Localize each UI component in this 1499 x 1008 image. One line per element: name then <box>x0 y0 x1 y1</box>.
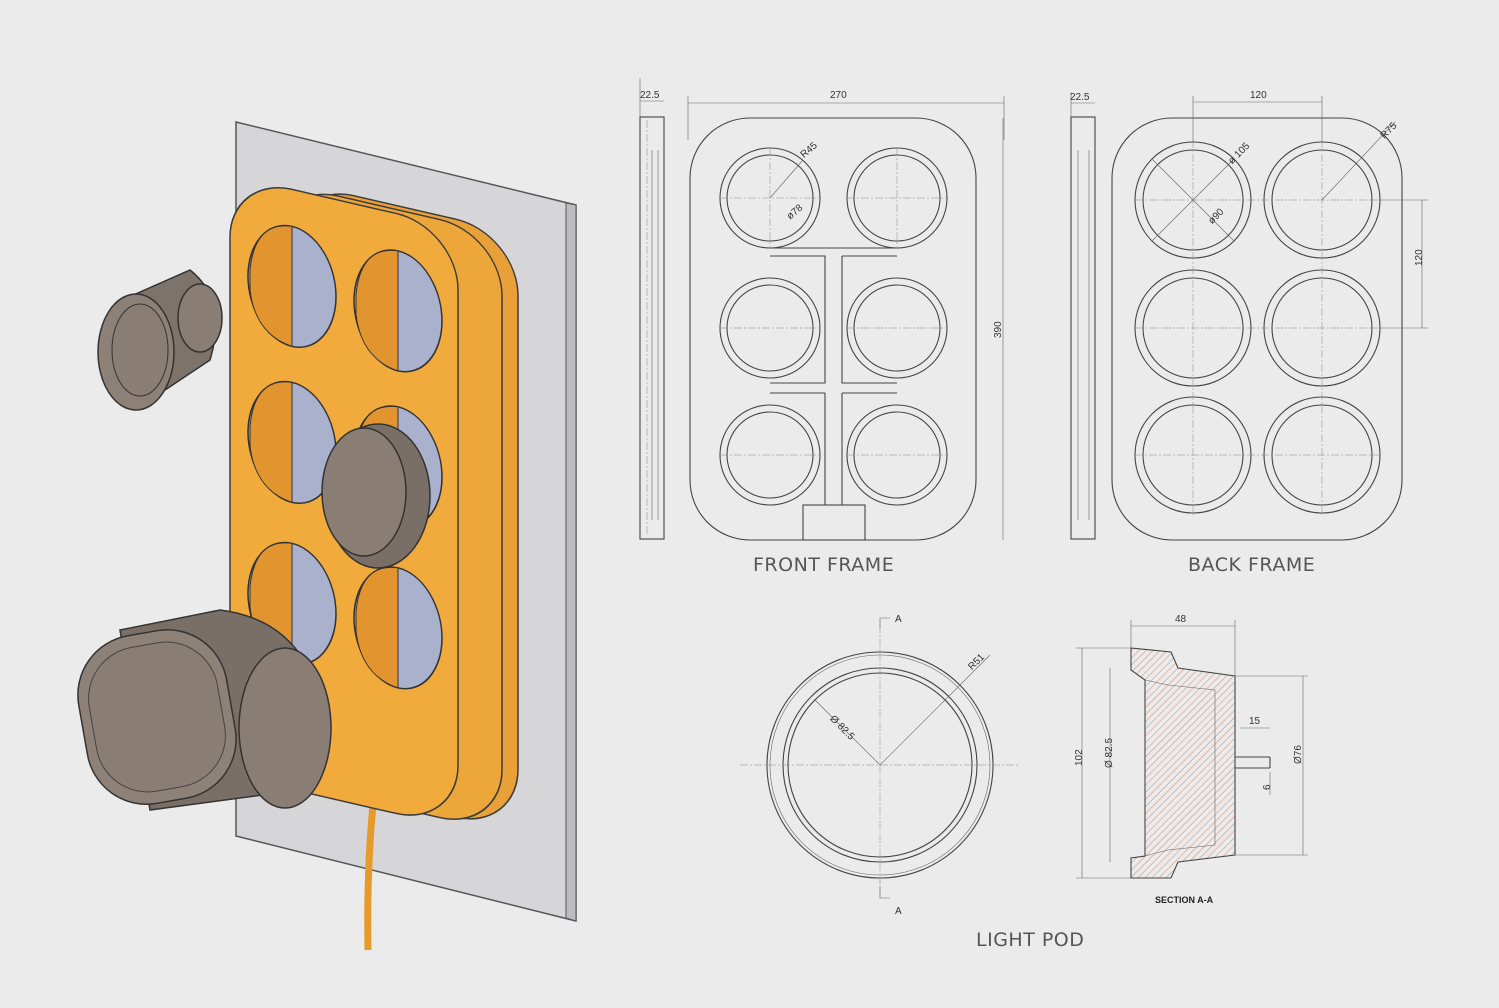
pod-radius-dim: R51 <box>966 652 987 673</box>
front-thickness-dim: 22.5 <box>640 90 660 101</box>
front-frame-side-view <box>639 116 665 540</box>
section-inner-dia-dim: Ø 82.5 <box>1104 738 1115 768</box>
section-aa-drawing: 48 102 Ø 82.5 Ø76 15 6 SECTION A-A <box>1074 614 1308 905</box>
front-radius-dim: R45 <box>799 140 820 161</box>
front-frame-lattice <box>719 147 948 506</box>
section-height-dim: 102 <box>1074 749 1085 766</box>
light-pod-elongated <box>77 609 332 811</box>
section-outer-dia-dim: Ø76 <box>1293 745 1304 764</box>
wall-panel-edge <box>565 202 577 922</box>
light-pod-drawing: Ø 82.5 R51 A A LIGHT POD <box>740 614 1084 951</box>
back-radius-dim: R75 <box>1379 120 1400 141</box>
section-caption: SECTION A-A <box>1155 895 1214 905</box>
section-mark-top: A <box>895 614 902 625</box>
front-frame-drawing: 22.5 270 390 <box>639 78 1005 576</box>
back-frame-caption: BACK FRAME <box>1188 554 1315 576</box>
back-thickness-dim: 22.5 <box>1070 92 1090 103</box>
section-step-dim: 15 <box>1249 716 1261 727</box>
front-height-dim: 390 <box>993 321 1004 338</box>
back-frame-side-view <box>1070 116 1096 540</box>
pod-diameter-dim: Ø 82.5 <box>827 714 856 743</box>
front-frame-tab <box>802 504 866 541</box>
light-pod-inserted <box>321 423 431 569</box>
back-inner-dia-dim: ø90 <box>1206 206 1226 226</box>
section-lip-dim: 6 <box>1262 784 1273 790</box>
back-pitch-x-dim: 120 <box>1250 90 1267 101</box>
back-frame-drawing: 22.5 120 <box>1070 90 1428 576</box>
light-pod-floating <box>97 269 223 411</box>
back-outer-dia-dim: ø 105 <box>1226 140 1252 166</box>
light-pod-caption: LIGHT POD <box>976 929 1084 951</box>
back-frame-rings <box>1134 121 1396 515</box>
section-width-dim: 48 <box>1175 614 1187 625</box>
back-frame-outline <box>1111 117 1403 541</box>
isometric-render <box>77 121 577 951</box>
front-width-dim: 270 <box>830 90 847 101</box>
section-profile <box>1130 647 1236 879</box>
back-pitch-y-dim: 120 <box>1414 249 1425 266</box>
section-mark-bottom: A <box>895 906 902 917</box>
front-hole-dim: ø78 <box>785 202 806 222</box>
front-frame-caption: FRONT FRAME <box>753 554 894 576</box>
